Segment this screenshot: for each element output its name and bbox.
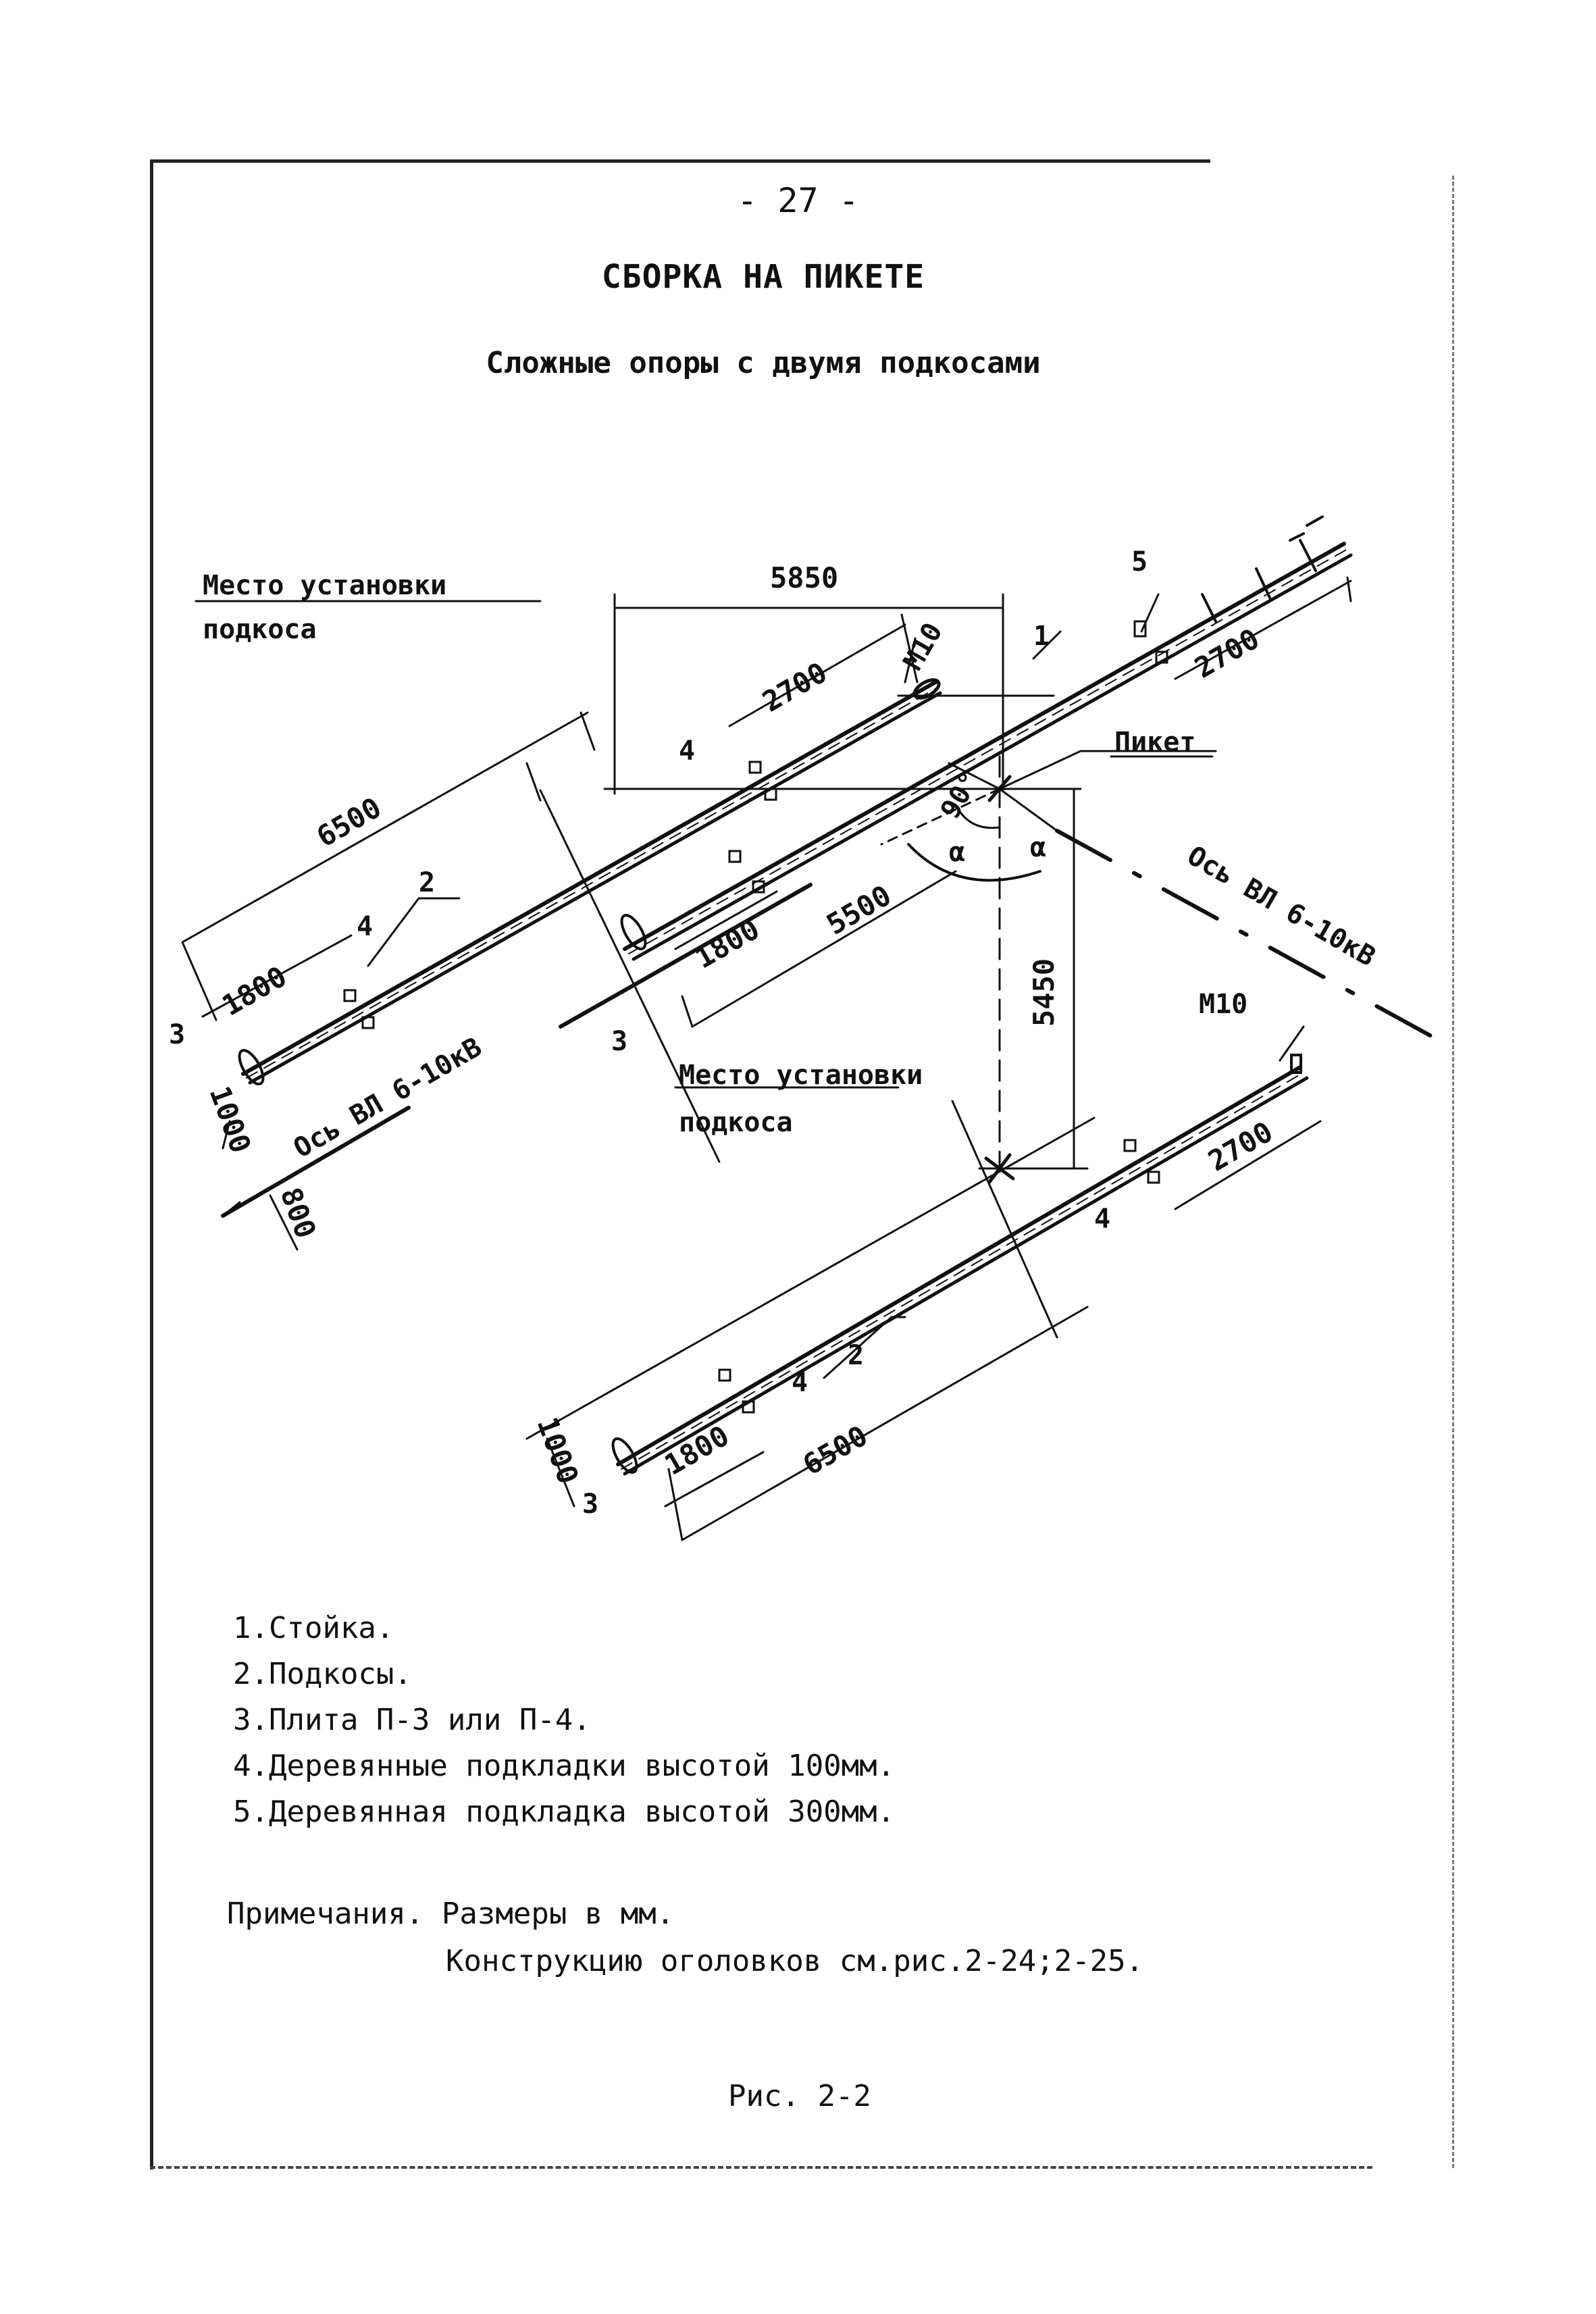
pad-5 — [1155, 650, 1168, 664]
dim-2700-c: 2700 — [1203, 1115, 1279, 1178]
legend-item-5: 5.Деревянная подкладка высотой 300мм. — [233, 1795, 896, 1829]
dim-1800-c: 1800 — [659, 1419, 735, 1482]
frame-right-border — [1452, 176, 1454, 2168]
dim-5850: 5850 — [770, 561, 838, 594]
callout-4b: 4 — [679, 736, 695, 767]
pad-4 — [742, 1400, 755, 1414]
axis-vl-left-upper — [559, 883, 813, 1029]
pad-4 — [728, 850, 742, 863]
legend-item-3: 3.Плита П-3 или П-4. — [233, 1703, 591, 1737]
figure-caption: Рис. 2-2 — [728, 2079, 871, 2113]
mesto-bottom-line2: подкоса — [679, 1107, 793, 1138]
frame-top-border — [150, 159, 1210, 163]
dim-5500: 5500 — [821, 879, 897, 942]
dim-1800-a: 1800 — [217, 960, 292, 1023]
pole-head-hardware — [1201, 515, 1324, 623]
mesto-top-line2: подкоса — [203, 614, 317, 645]
pad-4 — [718, 1368, 731, 1382]
callout-3b: 3 — [611, 1026, 627, 1057]
notes-line-1: Примечания. Размеры в мм. — [227, 1897, 675, 1931]
callout-3c: 3 — [582, 1489, 598, 1520]
pad-4 — [752, 880, 765, 894]
bolt-m10-lower — [1290, 1054, 1302, 1074]
legend-item-1: 1.Стойка. — [233, 1611, 394, 1645]
callout-5: 5 — [1131, 546, 1148, 577]
notes-line-2: Конструкцию оголовков см.рис.2-24;2-25. — [446, 1944, 1144, 1978]
mesto-bottom-line1: Место установки — [679, 1060, 923, 1091]
dim-5450: 5450 — [1027, 958, 1060, 1027]
dim-6500-bottom: 6500 — [798, 1419, 873, 1482]
piket-construction — [603, 593, 1217, 1184]
legend-item-4: 4.Деревянные подкладки высотой 100мм. — [233, 1749, 896, 1783]
callout-2b: 2 — [848, 1340, 864, 1371]
plate-3-upper — [238, 1049, 265, 1085]
callout-4d: 4 — [1094, 1204, 1110, 1235]
legend-item-2: 2.Подкосы. — [233, 1657, 412, 1691]
callout-2a: 2 — [419, 867, 435, 898]
m10-label-lower: М10 — [1199, 989, 1247, 1020]
angle-alpha-2: α — [1030, 832, 1046, 863]
dim-800: 800 — [274, 1183, 323, 1243]
dimension-lines — [181, 576, 1352, 1541]
dim-2700-a: 2700 — [757, 656, 833, 719]
axis-vl-left-lower — [221, 1106, 411, 1218]
mesto-top-line1: Место установки — [203, 570, 446, 601]
dim-1000-a: 1000 — [203, 1082, 258, 1158]
axis-vl-right — [1055, 829, 1441, 1042]
pad-4 — [361, 1016, 375, 1029]
pad-4 — [343, 989, 357, 1002]
frame-left-border — [150, 159, 153, 2169]
page-subtitle: Сложные опоры с двумя подкосами — [486, 346, 1041, 380]
callout-3a: 3 — [169, 1019, 185, 1050]
leader-lines — [195, 593, 1305, 1379]
callout-4c: 4 — [792, 1367, 808, 1398]
pad-4 — [1123, 1139, 1137, 1152]
dim-6500-top: 6500 — [311, 791, 387, 854]
axis-left-label: Ось ВЛ 6-10кВ — [288, 1031, 487, 1164]
plate-3-middle — [620, 914, 647, 950]
page-title: СБОРКА НА ПИКЕТЕ — [601, 258, 925, 296]
strut-lower — [616, 1065, 1309, 1476]
pad-4 — [748, 761, 762, 774]
angle-90: 90° — [935, 766, 986, 824]
pad-4 — [1147, 1171, 1160, 1184]
angle-alpha-1: α — [949, 837, 965, 868]
pad-5 — [1133, 620, 1147, 638]
plate-3-lower — [611, 1437, 638, 1474]
callout-1: 1 — [1033, 621, 1050, 652]
callout-4a: 4 — [357, 911, 373, 942]
page-number: - 27 - — [737, 181, 859, 220]
frame-bottom-border — [150, 2166, 1372, 2169]
piket-label: Пикет — [1114, 727, 1195, 758]
dim-1000-b: 1000 — [531, 1413, 586, 1489]
